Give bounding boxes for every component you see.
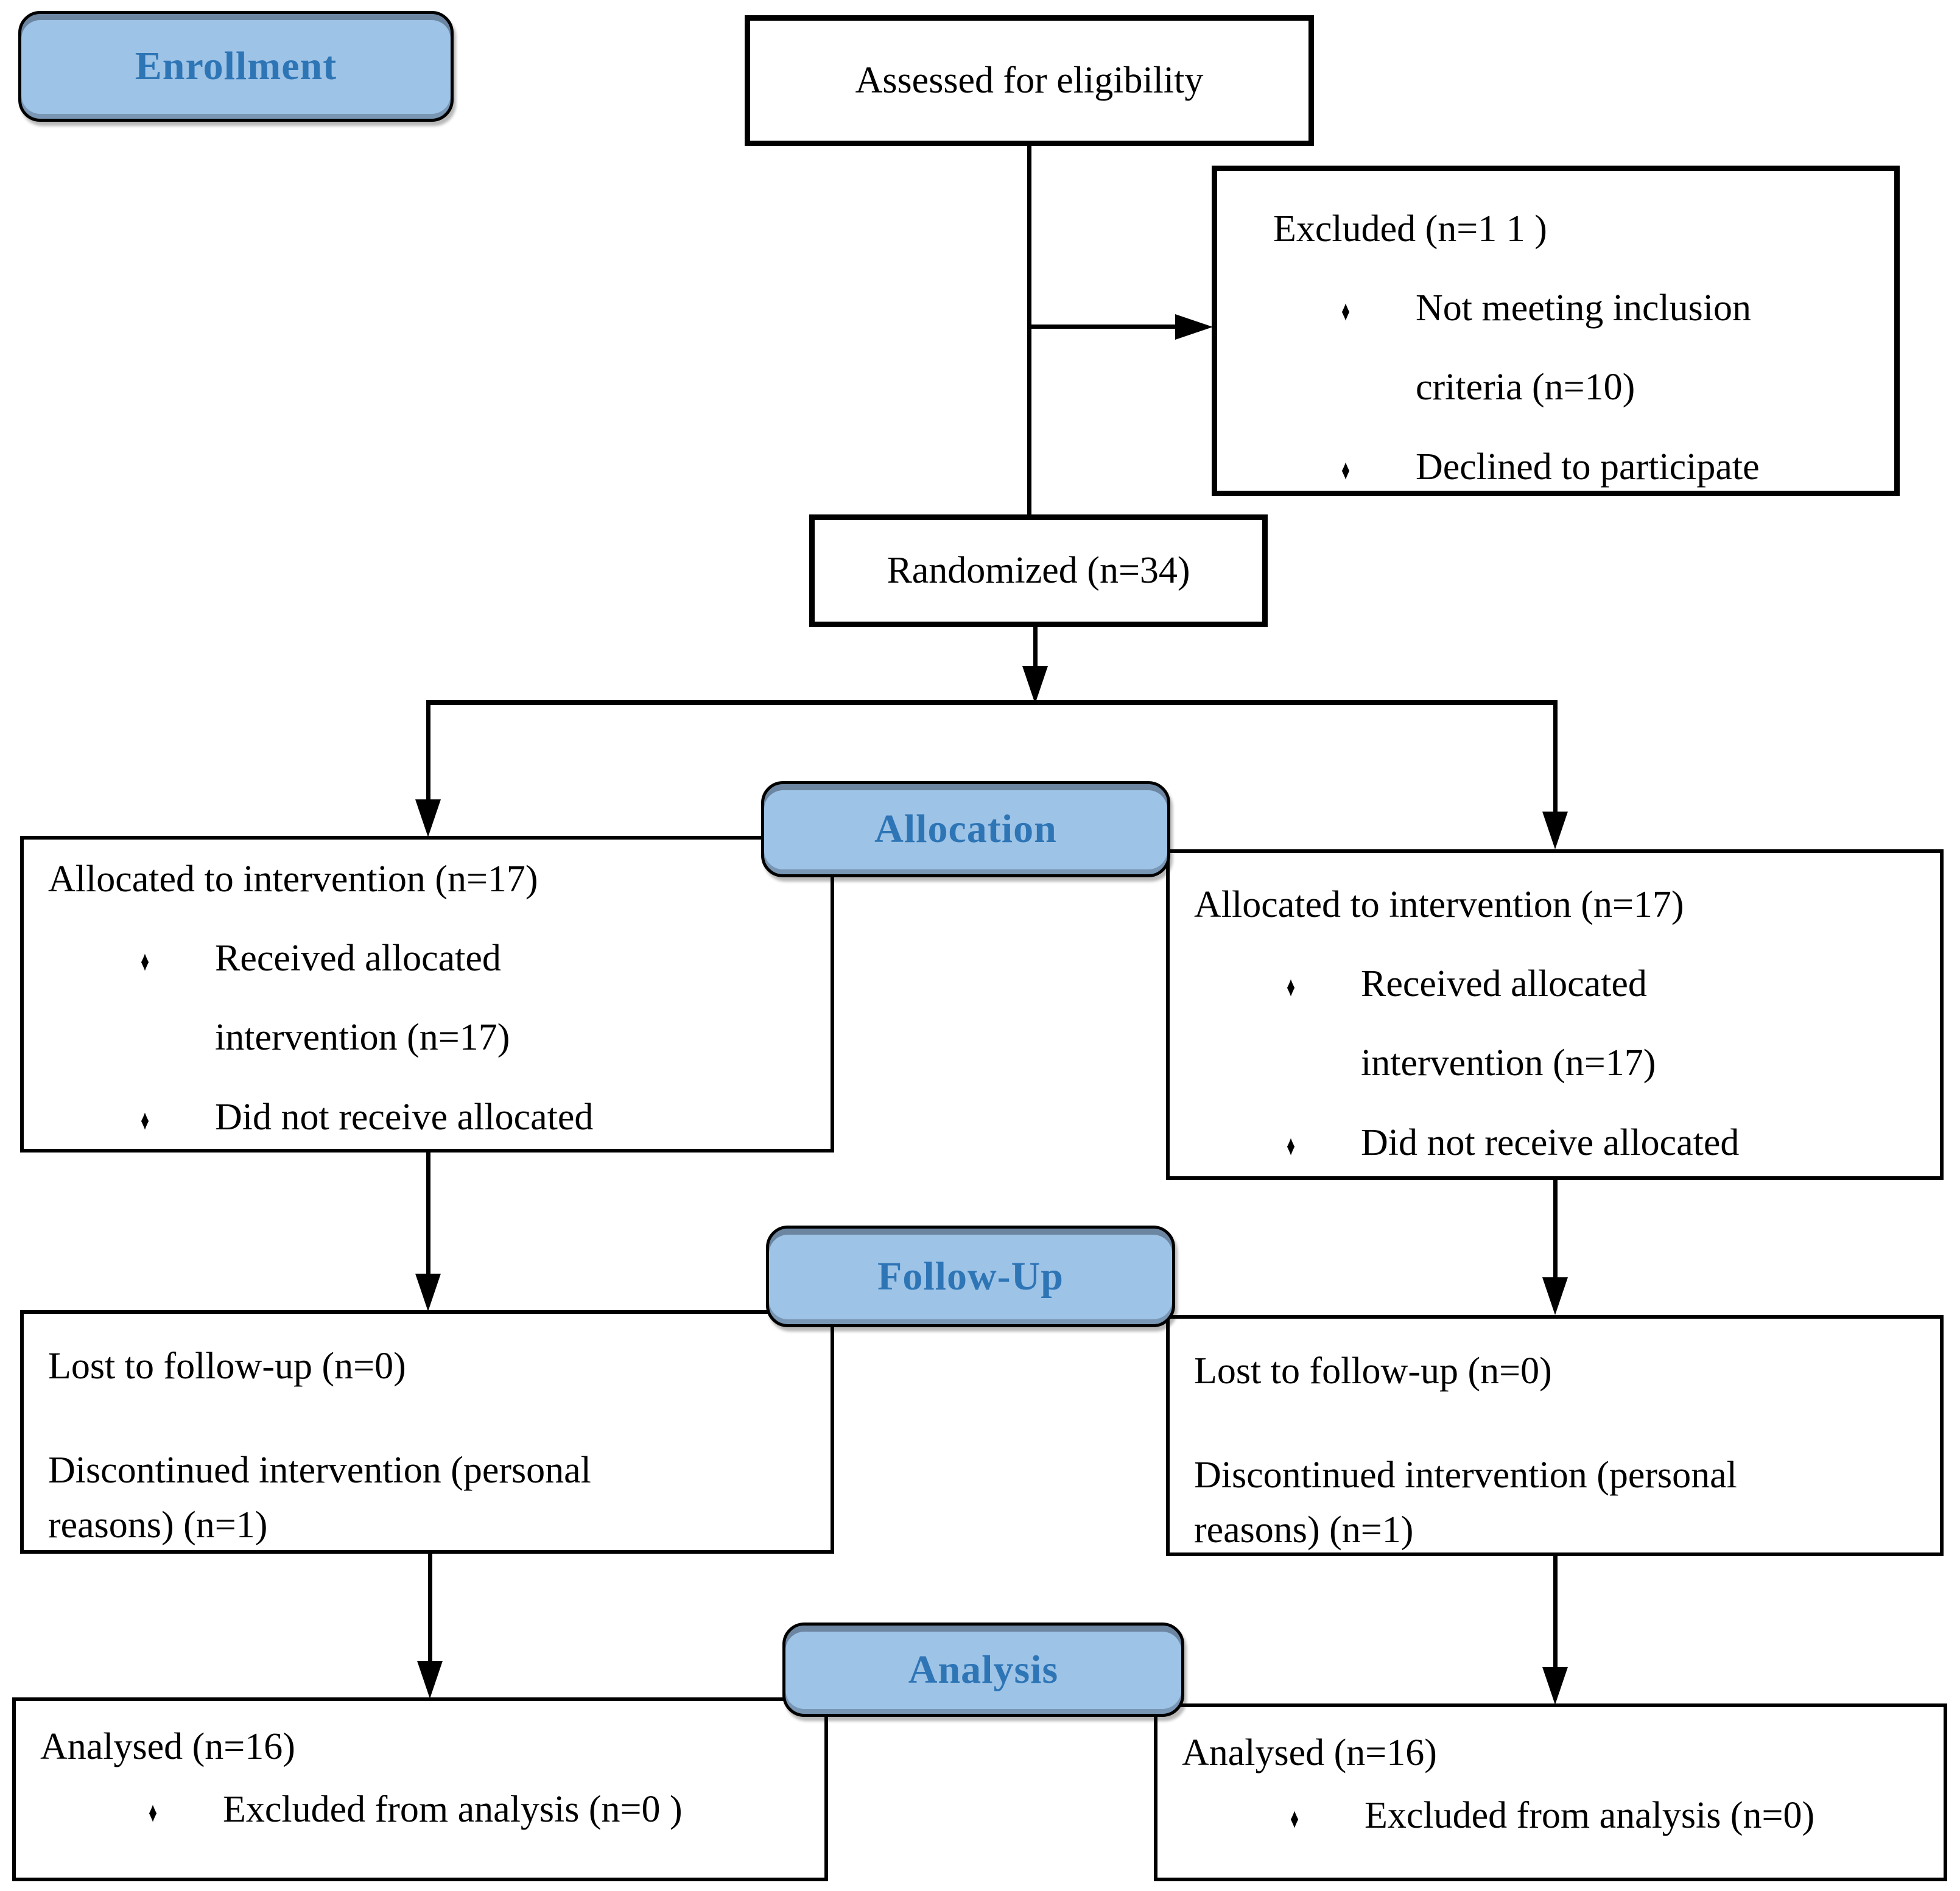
analysis-right-box: Analysed (n=16) ♦ Excluded from analysis…	[1154, 1703, 1947, 1881]
followup-stage-label: Follow-Up	[766, 1226, 1175, 1327]
followup-left-box: Lost to follow-up (n=0) Discontinued int…	[20, 1310, 834, 1554]
connector-alloc-right-to-followup	[1553, 1180, 1558, 1280]
allocation-bullet-text: Received allocated intervention (n=17)	[1361, 944, 1922, 1103]
allocation-left-box: Allocated to intervention (n=17) ♦ Recei…	[20, 836, 834, 1152]
lost-to-followup-text: Lost to follow-up (n=0)	[1194, 1350, 1552, 1392]
assessed-for-eligibility-box: Assessed for eligibility	[745, 15, 1314, 146]
allocation-bullet-text: Did not receive allocated	[1361, 1103, 1922, 1176]
excluded-bullet-text: Declined to participate	[1416, 427, 1876, 491]
bullet-line: intervention (n=17)	[1361, 1042, 1656, 1084]
discontinued-text: Discontinued intervention (personal reas…	[48, 1444, 812, 1550]
bullet-line: Excluded from analysis (n=0)	[1365, 1795, 1815, 1837]
allocation-bullet-text: Received allocated intervention (n=17)	[215, 919, 812, 1077]
bullet-line: Did not receive allocated	[215, 1096, 594, 1138]
analysis-stage-label: Analysis	[782, 1623, 1184, 1717]
connector-branch-to-excluded	[1027, 325, 1176, 329]
bullet-line: intervention (n=17)	[215, 1017, 510, 1059]
connector-followup-left-to-analysis	[428, 1554, 432, 1663]
bullet-line: criteria (n=10)	[1416, 367, 1635, 409]
randomized-text: Randomized (n=34)	[887, 550, 1190, 591]
analysed-title: Analysed (n=16)	[40, 1726, 295, 1767]
connector-split-to-alloc-left	[426, 705, 430, 801]
connector-split-to-alloc-right	[1553, 705, 1558, 813]
arrowhead-alloc-left-icon	[415, 799, 441, 837]
paragraph-line: reasons) (n=1)	[1194, 1509, 1414, 1551]
analysis-bullet-item: ♦ Excluded from analysis (n=0 )	[149, 1780, 806, 1840]
bullet-line: Not meeting inclusion	[1416, 287, 1752, 329]
diamond-bullet-icon: ♦	[1341, 454, 1351, 485]
diamond-bullet-icon: ♦	[141, 946, 150, 977]
analysed-title: Analysed (n=16)	[1182, 1732, 1437, 1773]
bullet-line: Excluded from analysis (n=0 )	[223, 1789, 683, 1831]
diamond-bullet-icon: ♦	[1290, 1803, 1299, 1834]
allocation-bullet-item: ♦ Did not receive allocated	[1287, 1103, 1922, 1176]
arrowhead-analysis-right-icon	[1542, 1667, 1568, 1705]
connector-randomized-to-split	[1033, 627, 1038, 671]
allocation-right-box: Allocated to intervention (n=17) ♦ Recei…	[1166, 849, 1944, 1180]
diamond-bullet-icon: ♦	[1341, 295, 1351, 327]
diamond-bullet-icon: ♦	[141, 1104, 150, 1135]
excluded-bullet-item: ♦ Declined to participate	[1341, 427, 1876, 491]
excluded-bullet-item: ♦ Not meeting inclusion criteria (n=10)	[1341, 268, 1876, 427]
bullet-line: Did not receive allocated	[1361, 1121, 1740, 1163]
analysis-bullet-text: Excluded from analysis (n=0 )	[223, 1780, 806, 1840]
excluded-title: Excluded (n=1 1 )	[1273, 208, 1547, 250]
assessed-text: Assessed for eligibility	[855, 60, 1204, 101]
allocation-bullet-text: Did not receive allocated	[215, 1078, 812, 1149]
paragraph-line: Discontinued intervention (personal	[48, 1450, 591, 1491]
arrowhead-followup-right-icon	[1542, 1277, 1568, 1315]
analysis-bullet-item: ♦ Excluded from analysis (n=0)	[1290, 1786, 1925, 1846]
excluded-bullet-text: Not meeting inclusion criteria (n=10)	[1416, 268, 1876, 427]
analysis-left-box: Analysed (n=16) ♦ Excluded from analysis…	[12, 1697, 828, 1881]
allocation-bullet-item: ♦ Did not receive allocated	[141, 1078, 812, 1149]
followup-right-box: Lost to follow-up (n=0) Discontinued int…	[1166, 1315, 1944, 1556]
allocation-stage-text: Allocation	[874, 807, 1057, 851]
analysis-bullet-text: Excluded from analysis (n=0)	[1365, 1786, 1925, 1846]
bullet-line: Declined to participate	[1416, 446, 1760, 488]
arrowhead-followup-left-icon	[415, 1274, 441, 1311]
allocation-bullet-item: ♦ Received allocated intervention (n=17)	[1287, 944, 1922, 1103]
randomized-box: Randomized (n=34)	[809, 514, 1268, 627]
connector-assessed-to-randomized	[1027, 146, 1031, 514]
arrowhead-alloc-right-icon	[1542, 812, 1568, 849]
arrowhead-analysis-left-icon	[417, 1661, 443, 1699]
connector-followup-right-to-analysis	[1553, 1556, 1558, 1669]
connector-alloc-left-to-followup	[426, 1152, 430, 1275]
allocation-bullet-item: ♦ Received allocated intervention (n=17)	[141, 919, 812, 1077]
bullet-line: Received allocated	[215, 938, 501, 980]
allocation-stage-label: Allocation	[761, 781, 1170, 877]
bullet-line: Received allocated	[1361, 963, 1647, 1005]
arrowhead-into-excluded-icon	[1175, 314, 1213, 340]
enrollment-stage-text: Enrollment	[135, 44, 337, 88]
allocation-left-title: Allocated to intervention (n=17)	[48, 858, 538, 900]
excluded-box: Excluded (n=1 1 ) ♦ Not meeting inclusio…	[1212, 166, 1900, 496]
enrollment-stage-label: Enrollment	[18, 11, 454, 122]
allocation-right-title: Allocated to intervention (n=17)	[1194, 884, 1684, 925]
paragraph-line: reasons) (n=1)	[48, 1504, 268, 1546]
lost-to-followup-text: Lost to follow-up (n=0)	[48, 1345, 406, 1387]
analysis-stage-text: Analysis	[908, 1647, 1059, 1692]
diamond-bullet-icon: ♦	[1287, 971, 1296, 1003]
discontinued-text: Discontinued intervention (personal reas…	[1194, 1448, 1922, 1552]
arrowhead-split-icon	[1022, 666, 1048, 704]
diamond-bullet-icon: ♦	[1287, 1129, 1296, 1161]
paragraph-line: Discontinued intervention (personal	[1194, 1454, 1737, 1496]
diamond-bullet-icon: ♦	[149, 1797, 158, 1828]
splitter-line	[426, 700, 1558, 705]
followup-stage-text: Follow-Up	[877, 1254, 1064, 1299]
